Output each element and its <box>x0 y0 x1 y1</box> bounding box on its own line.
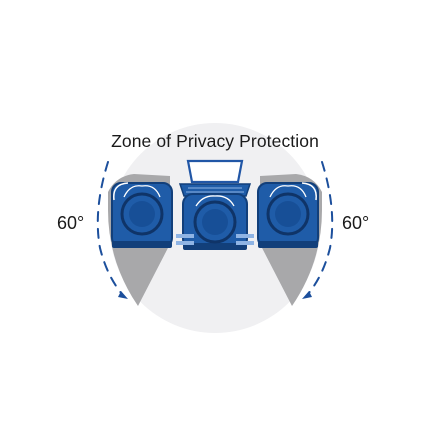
right-person-seat-icon <box>257 182 319 248</box>
diagram-title: Zone of Privacy Protection <box>111 131 319 151</box>
center-person-at-laptop-icon <box>176 193 254 250</box>
left-angle-boundary <box>96 161 123 295</box>
right-angle-boundary <box>307 161 334 295</box>
left-angle-label: 60° <box>57 213 85 233</box>
laptop-icon <box>178 159 252 197</box>
left-arrowhead-icon <box>118 291 128 299</box>
right-arrowhead-icon <box>302 291 312 299</box>
right-angle-label: 60° <box>342 213 370 233</box>
left-person-seat-icon <box>111 182 173 248</box>
